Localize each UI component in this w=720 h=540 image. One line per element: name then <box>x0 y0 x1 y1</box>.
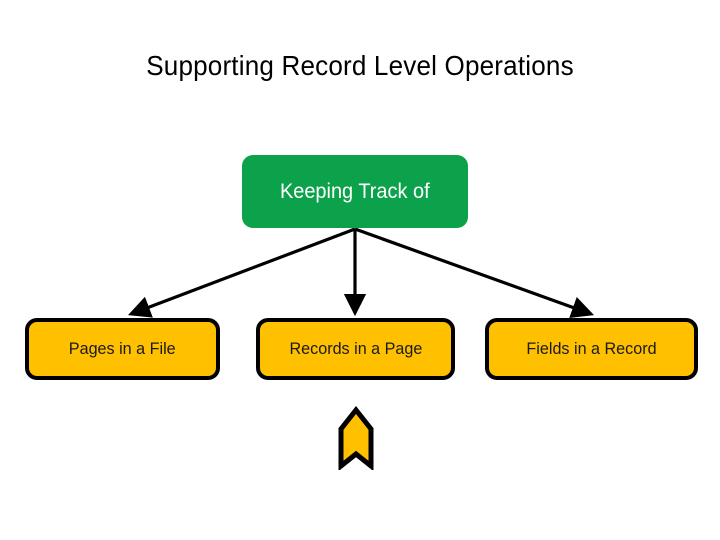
node-records-in-a-page-label: Records in a Page <box>289 338 422 358</box>
page-title: Supporting Record Level Operations <box>146 50 574 81</box>
node-fields-in-a-record-label: Fields in a Record <box>526 338 657 358</box>
connector-to-pages <box>128 227 356 318</box>
connector-to-fields <box>354 227 595 319</box>
node-keeping-track-of[interactable]: Keeping Track of <box>242 155 468 228</box>
node-pages-in-a-file[interactable]: Pages in a File <box>25 318 220 380</box>
node-pages-in-a-file-label: Pages in a File <box>69 338 176 358</box>
node-keeping-track-of-label: Keeping Track of <box>280 179 430 203</box>
node-records-in-a-page[interactable]: Records in a Page <box>256 318 455 380</box>
node-fields-in-a-record[interactable]: Fields in a Record <box>485 318 698 380</box>
up-chevron-icon <box>338 406 374 470</box>
